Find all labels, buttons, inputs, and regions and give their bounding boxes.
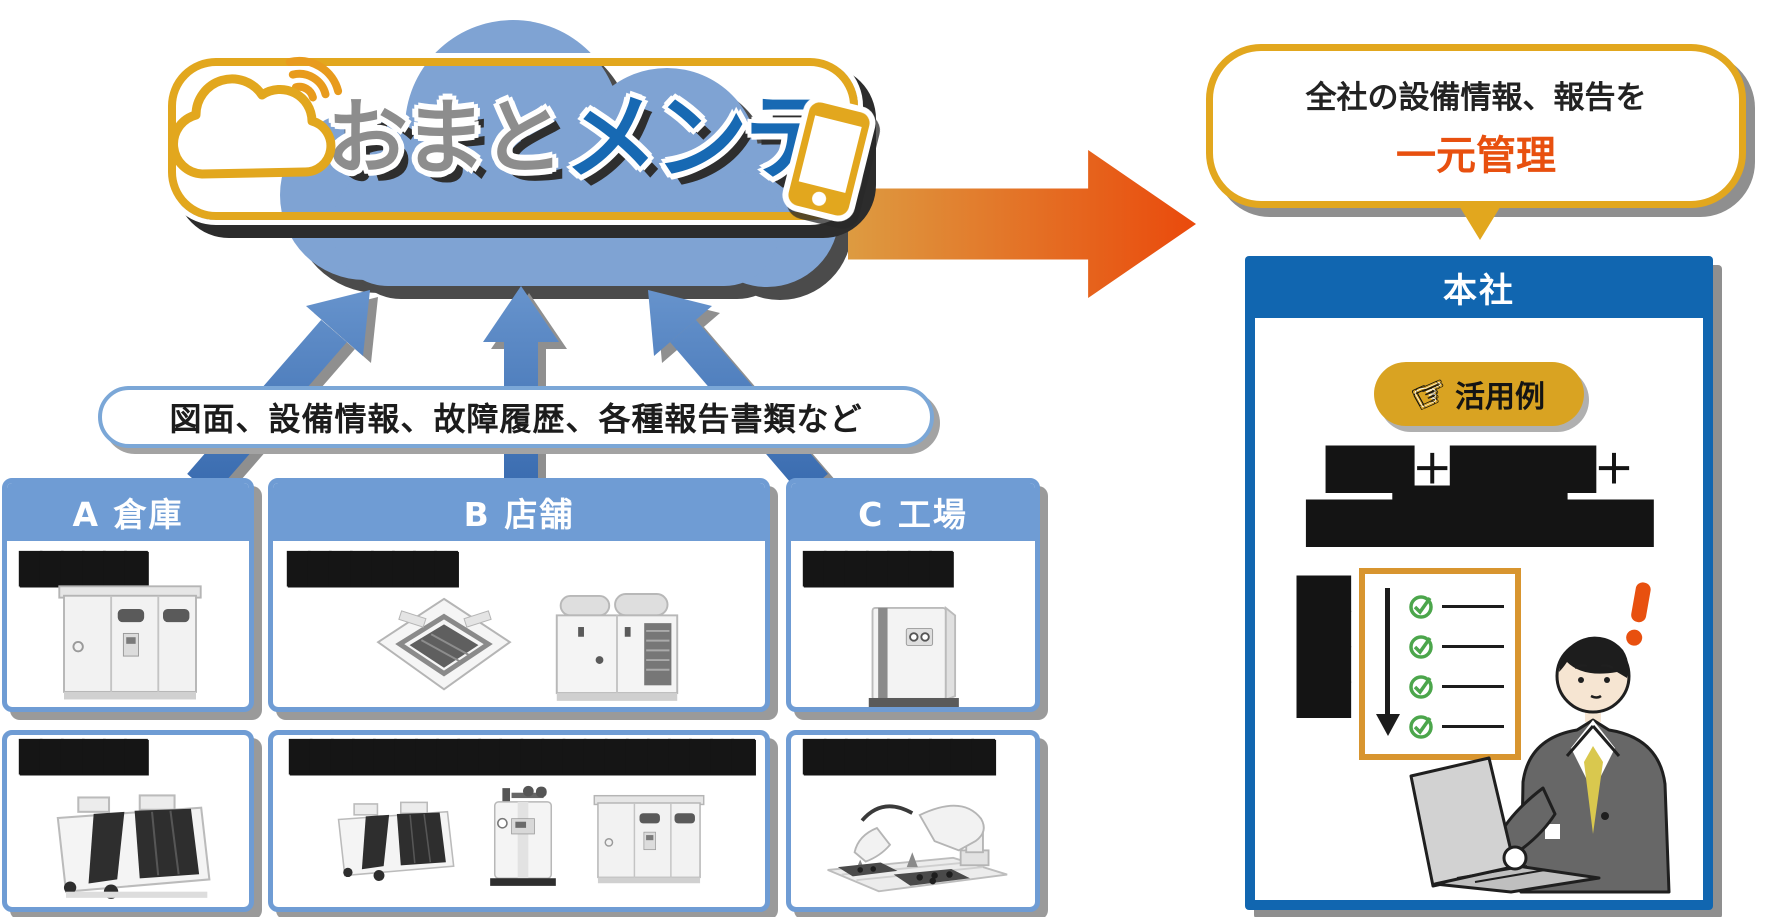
check-icon [1409, 635, 1433, 659]
headquarters-header: 本社 [1245, 256, 1713, 318]
check-icon [1409, 715, 1433, 739]
redacted-label: █████████ [803, 740, 995, 775]
facility-c-title: C 工場 [858, 495, 968, 534]
facility-panel-a-bottom: ██████ [2, 730, 254, 912]
result-bubble-pointer [1458, 204, 1502, 240]
checklist-item [1407, 672, 1504, 700]
checklist-line [1442, 684, 1504, 688]
redacted-label: ██████ [19, 740, 147, 775]
logo-text-omato: おまと [326, 91, 564, 186]
office-worker-with-laptop-image [1409, 582, 1671, 894]
air-cooled-chiller-image [56, 794, 211, 899]
redacted-text-line: ████████████ [1306, 501, 1653, 547]
facility-b-header: B 店舗 [273, 483, 765, 541]
redacted-label: ██████████████████████ [289, 740, 755, 775]
smartphone-icon [782, 96, 876, 222]
facility-a-title: A 倉庫 [72, 495, 184, 534]
boiler-image [490, 785, 556, 886]
redacted-text-line: ███＋█████＋██████ [1325, 447, 1634, 533]
down-arrow-head [1376, 714, 1400, 736]
ceiling-cassette-ac-image [376, 597, 512, 691]
exclamation-icon [1626, 582, 1651, 646]
result-bubble: 全社の設備情報、報告を 一元管理 [1206, 44, 1746, 208]
checklist-line [1442, 644, 1504, 648]
air-cooled-chiller-image [337, 801, 455, 881]
check-icon [1409, 675, 1433, 699]
checklist-line [1442, 724, 1504, 728]
checklist-item [1407, 592, 1504, 620]
usage-example-badge: ☞ 活用例 [1374, 362, 1584, 426]
result-highlight-text: 一元管理 [1396, 132, 1556, 179]
facility-panel-a-top: A 倉庫 ██████ [2, 478, 254, 712]
down-arrow-icon [1385, 588, 1390, 716]
facility-b-title: B 店舗 [463, 495, 575, 534]
pointing-hand-icon: ☞ [1405, 366, 1455, 422]
checklist-item [1407, 632, 1504, 660]
facility-panel-b-bottom: ██████████████████████ [268, 730, 770, 912]
compressor-image [868, 605, 959, 707]
redacted-label: ██████ [19, 552, 147, 587]
facility-panel-c-top: C 工場 ███████ [786, 478, 1040, 712]
headquarters-panel: 本社 ☞ 活用例 ███＋█████＋██████ ████████████ █… [1245, 256, 1713, 910]
upload-data-bubble: 図面、設備情報、故障履歴、各種報告書類など [98, 386, 934, 448]
checklist-card [1359, 568, 1521, 760]
headquarters-title: 本社 [1443, 270, 1515, 311]
result-text: 全社の設備情報、報告を [1305, 79, 1647, 116]
facility-c-header: C 工場 [791, 483, 1035, 541]
facility-a-header: A 倉庫 [7, 483, 249, 541]
upload-arrows [187, 286, 836, 485]
outdoor-ac-unit-image [555, 593, 679, 701]
omatomente-logo: おまと メンテ [168, 56, 876, 222]
upload-data-text: 図面、設備情報、故障履歴、各種報告書類など [169, 400, 863, 438]
checklist-item [1407, 712, 1504, 740]
redacted-label: ████████ [287, 552, 458, 587]
industrial-robot-image [827, 804, 1008, 893]
usage-example-label: 活用例 [1455, 380, 1546, 415]
electrical-cabinet-image [593, 794, 705, 884]
redacted-vertical-text: ████ [1297, 576, 1351, 718]
electrical-cabinet-image [58, 585, 202, 700]
check-icon [1409, 595, 1433, 619]
headquarters-body: ☞ 活用例 ███＋█████＋██████ ████████████ ████ [1255, 318, 1703, 900]
checklist-line [1442, 604, 1504, 608]
redacted-label: ███████ [803, 552, 952, 587]
facility-panel-c-bottom: █████████ [786, 730, 1040, 912]
facility-panel-b-top: B 店舗 ████████ [268, 478, 770, 712]
cloud-with-wifi-icon [169, 56, 343, 179]
